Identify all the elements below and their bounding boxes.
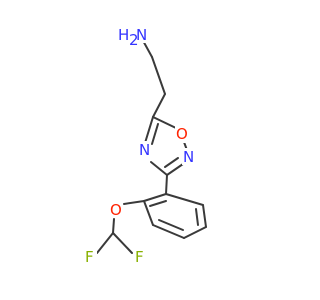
amine-hydrogen-count: 2 — [129, 31, 139, 49]
bond-benzene-6 — [143, 193, 167, 202]
bonds — [96, 36, 207, 254]
ring-nitrogen-upper-label: N — [183, 148, 194, 166]
bond-n4-c5 — [144, 116, 154, 144]
bond-chf2-f-right — [112, 232, 133, 254]
bond-o-chf2 — [112, 218, 115, 234]
bond-benzene-o — [123, 200, 145, 205]
bond-ch2-ring — [152, 93, 166, 118]
bond-benzene-2-double — [195, 208, 199, 226]
bond-n4-c5-double — [151, 123, 159, 145]
bond-chf2-f-left — [96, 232, 114, 254]
amine-hydrogen-label: H — [118, 26, 129, 44]
ether-oxygen-label: O — [110, 201, 122, 219]
bond-n2-c3-double — [164, 157, 179, 168]
bond-c3-n4 — [150, 161, 168, 176]
fluorine-right-label: F — [135, 248, 144, 266]
bond-ch2-ch2 — [151, 56, 166, 95]
fluorine-left-label: F — [85, 248, 94, 266]
bond-benzene-4-double — [158, 219, 184, 231]
ring-oxygen-label: O — [176, 125, 188, 143]
bond-n2-c3 — [166, 163, 184, 176]
bond-c5-o1 — [152, 116, 177, 129]
amine-group: H 2 N — [118, 25, 148, 49]
ring-nitrogen-lower-label: N — [139, 141, 150, 159]
bond-benzene-6-double — [149, 200, 167, 207]
amine-nitrogen-label: N — [136, 26, 147, 44]
bond-benzene-5 — [143, 200, 154, 226]
atom-labels: H 2 N O N N O F F — [82, 25, 194, 266]
bond-c3-benzene — [165, 174, 168, 195]
molecule-structure: H 2 N O N N O F F — [82, 25, 207, 266]
bond-benzene-1 — [165, 193, 204, 206]
bond-benzene-3 — [183, 226, 207, 239]
bond-benzene-4 — [152, 224, 185, 239]
bond-benzene-2 — [202, 204, 207, 228]
